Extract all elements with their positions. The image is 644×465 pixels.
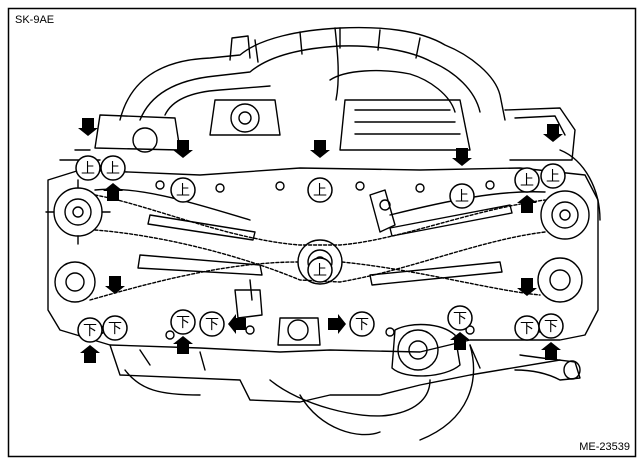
marker-mark: 下 bbox=[453, 310, 467, 326]
marker-mark: 下 bbox=[520, 320, 534, 336]
marker-15: 下 bbox=[514, 278, 540, 341]
marker-circle bbox=[449, 183, 475, 209]
marker-10: 下 bbox=[102, 276, 128, 341]
marker-layer: 上上上上上上上上下下下下下下下下 bbox=[75, 118, 566, 363]
marker-4: 上 bbox=[307, 140, 333, 203]
marker-mark: 上 bbox=[455, 188, 469, 204]
marker-5: 上 bbox=[449, 148, 475, 209]
figure-code-bottom: ME-23539 bbox=[579, 441, 630, 453]
marker-16: 下 bbox=[538, 313, 564, 360]
figure-code-top: SK-9AE bbox=[15, 14, 55, 26]
marker-7: 上 bbox=[540, 124, 566, 189]
direction-arrow-up bbox=[103, 183, 123, 201]
marker-mark: 下 bbox=[205, 316, 219, 332]
marker-8: 上 bbox=[307, 257, 333, 283]
direction-arrow-up bbox=[450, 332, 470, 350]
marker-12: 下 bbox=[199, 311, 246, 337]
marker-circle bbox=[307, 257, 333, 283]
marker-mark: 上 bbox=[313, 262, 327, 278]
figure-frame bbox=[7, 7, 637, 458]
marker-mark: 下 bbox=[544, 318, 558, 334]
direction-arrow-up bbox=[173, 336, 193, 354]
direction-arrow-right bbox=[328, 314, 346, 334]
marker-9: 下 bbox=[77, 317, 103, 363]
marker-circle bbox=[540, 163, 566, 189]
marker-circle bbox=[102, 315, 128, 341]
engine-outline bbox=[45, 26, 601, 441]
direction-arrow-up bbox=[80, 345, 100, 363]
marker-11: 下 bbox=[170, 309, 196, 354]
marker-mark: 上 bbox=[176, 182, 190, 198]
direction-arrow-down bbox=[517, 278, 537, 296]
direction-arrow-down bbox=[310, 140, 330, 158]
marker-mark: 下 bbox=[176, 314, 190, 330]
direction-arrow-up bbox=[517, 195, 537, 213]
marker-circle bbox=[170, 177, 196, 203]
direction-arrow-left bbox=[228, 314, 246, 334]
marker-13: 下 bbox=[328, 311, 375, 337]
marker-circle bbox=[538, 313, 564, 339]
marker-mark: 下 bbox=[83, 322, 97, 338]
marker-mark: 下 bbox=[108, 320, 122, 336]
direction-arrow-down bbox=[543, 124, 563, 142]
marker-mark: 上 bbox=[81, 160, 95, 176]
marker-mark: 上 bbox=[546, 168, 560, 184]
direction-arrow-down bbox=[105, 276, 125, 294]
marker-3: 上 bbox=[170, 140, 196, 203]
marker-circle bbox=[349, 311, 375, 337]
marker-circle bbox=[170, 309, 196, 335]
direction-arrow-up bbox=[541, 342, 561, 360]
marker-mark: 下 bbox=[355, 316, 369, 332]
marker-mark: 上 bbox=[313, 182, 327, 198]
marker-1: 上 bbox=[75, 118, 101, 181]
marker-circle bbox=[77, 317, 103, 343]
marker-mark: 上 bbox=[520, 172, 534, 188]
marker-circle bbox=[75, 155, 101, 181]
marker-mark: 上 bbox=[106, 160, 120, 176]
marker-circle bbox=[100, 155, 126, 181]
marker-circle bbox=[447, 305, 473, 331]
marker-14: 下 bbox=[447, 305, 473, 350]
marker-circle bbox=[307, 177, 333, 203]
marker-6: 上 bbox=[514, 167, 540, 213]
marker-circle bbox=[199, 311, 225, 337]
direction-arrow-down bbox=[452, 148, 472, 166]
marker-circle bbox=[514, 167, 540, 193]
direction-arrow-down bbox=[78, 118, 98, 136]
direction-arrow-down bbox=[173, 140, 193, 158]
marker-2: 上 bbox=[100, 155, 126, 201]
